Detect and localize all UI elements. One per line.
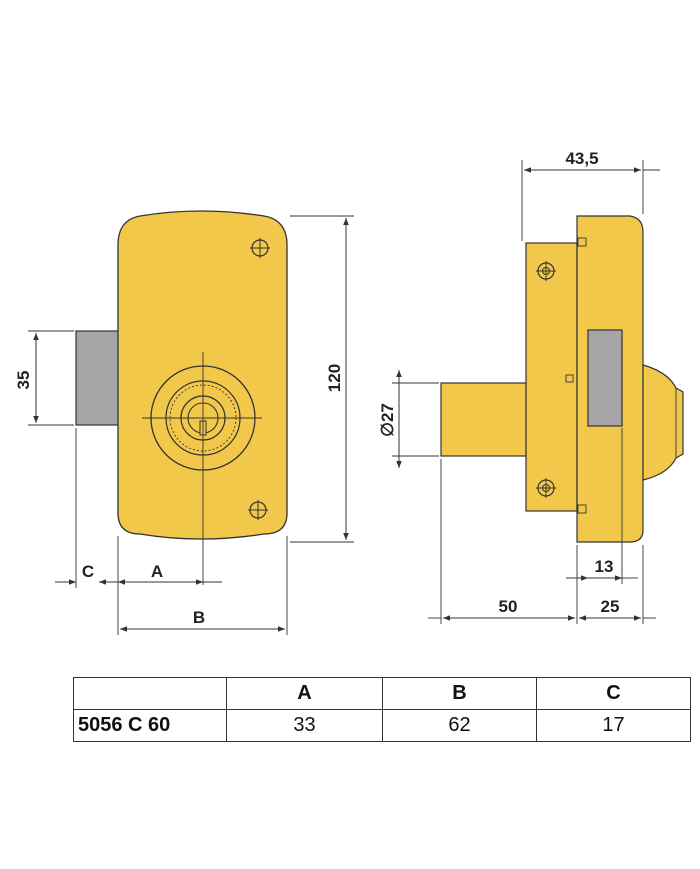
screw-hole-bottom <box>248 500 268 520</box>
dimension-25-label: 25 <box>601 597 620 616</box>
dimension-35: 35 <box>14 330 74 426</box>
dimension-c-label: C <box>82 562 94 581</box>
dimension-c-a: C A <box>55 562 222 585</box>
dimension-50: 50 <box>428 597 575 621</box>
table-value-b: 62 <box>382 709 537 742</box>
side-view: 43,5 ∅27 13 50 25 <box>378 149 684 624</box>
dimension-35-label: 35 <box>14 371 33 390</box>
knob-side <box>642 364 684 481</box>
dimension-diameter-27: ∅27 <box>378 370 439 468</box>
dimension-120: 120 <box>290 215 354 543</box>
table-model-cell: 5056 C 60 <box>73 709 227 742</box>
dimension-13-label: 13 <box>595 557 614 576</box>
table-value-a: 33 <box>226 709 383 742</box>
cylinder-shaft <box>440 382 527 457</box>
screw-side-bottom <box>536 478 556 498</box>
dimension-25: 25 <box>579 597 656 621</box>
bolt-side <box>587 329 623 427</box>
dimension-a-label: A <box>151 562 163 581</box>
table-corner-cell <box>73 677 227 710</box>
table-header-row: A B C <box>73 677 691 710</box>
dimension-43-5: 43,5 <box>521 149 660 241</box>
dimension-43-5-label: 43,5 <box>565 149 598 168</box>
dimension-50-label: 50 <box>499 597 518 616</box>
bolt-front <box>75 330 121 426</box>
dimension-13: 13 <box>566 557 638 581</box>
dimension-b-label: B <box>193 608 205 627</box>
table-row: 5056 C 60 33 62 17 <box>73 709 691 742</box>
table-header-a: A <box>226 677 383 710</box>
front-view: 35 120 C A B <box>14 210 354 635</box>
dimension-table: A B C 5056 C 60 33 62 17 <box>73 677 691 742</box>
dimension-b: B <box>120 608 285 632</box>
cylinder-rosette <box>142 352 262 585</box>
table-header-c: C <box>536 677 691 710</box>
dimension-120-label: 120 <box>325 364 344 392</box>
table-value-c: 17 <box>536 709 691 742</box>
lock-body-front <box>117 210 288 540</box>
table-header-b: B <box>382 677 537 710</box>
screw-side-top <box>536 261 556 281</box>
dimension-diameter-27-label: ∅27 <box>378 403 397 437</box>
screw-hole-top <box>250 238 270 258</box>
